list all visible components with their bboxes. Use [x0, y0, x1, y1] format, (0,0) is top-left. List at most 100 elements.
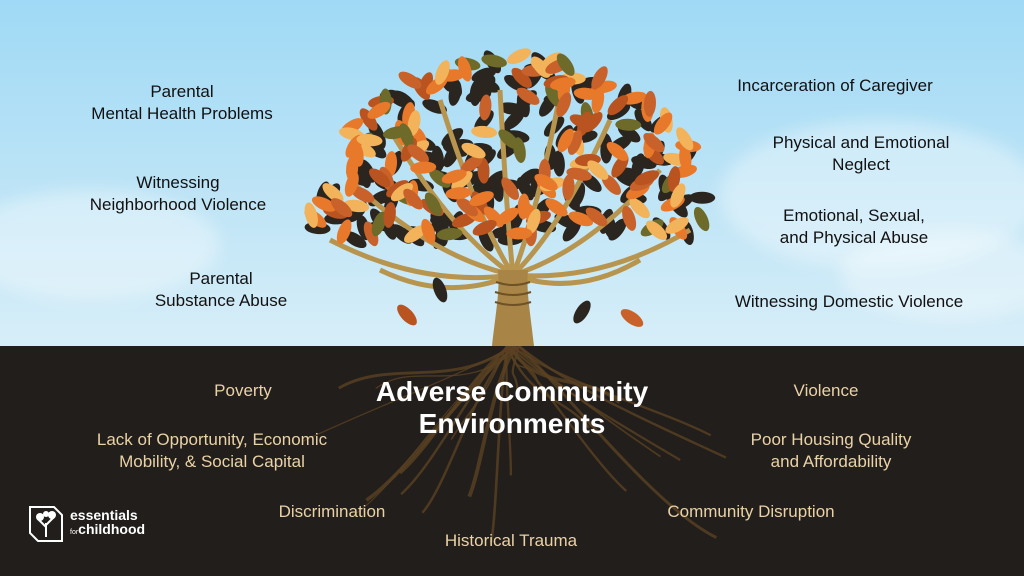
leaf — [424, 192, 442, 216]
leaf — [460, 155, 484, 173]
leaf — [501, 177, 520, 200]
leaf — [545, 83, 562, 107]
leaf — [645, 220, 668, 240]
leaf — [304, 202, 318, 228]
leaf — [562, 219, 582, 242]
leaf — [356, 134, 383, 147]
tree-leaves — [304, 48, 710, 327]
leaf — [357, 162, 372, 188]
leaf — [472, 220, 497, 236]
leaf — [471, 125, 498, 139]
leaf — [371, 211, 387, 237]
root — [508, 345, 681, 461]
root — [511, 345, 662, 458]
leaf — [322, 183, 344, 203]
factor-historical-trauma: Historical Trauma — [444, 531, 578, 550]
leaf — [516, 87, 540, 105]
leaf — [653, 112, 673, 135]
leaf — [403, 188, 424, 210]
leaf — [435, 60, 450, 85]
leaf — [670, 183, 686, 208]
leaf — [643, 132, 665, 153]
leaf — [451, 171, 473, 191]
leaf — [615, 118, 642, 131]
factor-discrimination: Discrimination — [278, 502, 386, 521]
leaf — [407, 144, 429, 164]
leaf — [457, 56, 472, 82]
leaf — [556, 53, 575, 76]
root — [518, 345, 727, 459]
leaf — [311, 196, 337, 212]
leaf — [621, 91, 647, 105]
leaf — [498, 129, 520, 150]
factor-poverty: Poverty — [214, 381, 272, 400]
leaf — [350, 186, 375, 203]
leaf — [556, 92, 572, 117]
trunk-bands — [494, 281, 532, 306]
leaf — [504, 74, 528, 92]
leaf — [689, 191, 716, 204]
factor-abuse: Emotional, Sexual,and Physical Abuse — [779, 206, 929, 247]
leaf — [526, 208, 541, 234]
leaf — [562, 174, 575, 201]
leaf — [432, 277, 448, 303]
leaf — [634, 108, 653, 132]
leaf — [557, 128, 574, 153]
branch — [512, 227, 692, 279]
root — [302, 345, 515, 442]
leaf — [441, 169, 467, 184]
leaf — [591, 66, 608, 90]
tree-roots — [302, 344, 727, 543]
leaf — [461, 142, 486, 159]
leaf — [478, 76, 495, 101]
leaf — [607, 95, 629, 116]
leaf — [336, 219, 352, 245]
leaf — [550, 77, 576, 91]
leaf — [421, 218, 436, 244]
leaf — [545, 198, 568, 217]
leaf — [407, 110, 421, 136]
root — [365, 344, 518, 502]
root — [467, 344, 519, 498]
leaf — [383, 202, 396, 228]
branch — [328, 237, 514, 281]
root — [517, 344, 718, 539]
leaf — [351, 140, 364, 167]
factor-domestic-violence: Witnessing Domestic Violence — [734, 292, 964, 311]
leaf — [665, 217, 689, 234]
leaf — [531, 56, 551, 78]
leaf — [629, 198, 650, 219]
leaf — [606, 141, 629, 161]
root — [338, 344, 513, 390]
ground-background — [0, 346, 1024, 576]
branch — [497, 89, 516, 276]
leaf — [585, 207, 608, 227]
leaf — [643, 90, 656, 117]
leaf — [436, 227, 463, 241]
leaf — [397, 304, 417, 326]
leaf — [445, 187, 472, 200]
leaf — [330, 198, 353, 218]
leaf — [506, 227, 533, 240]
leaf — [507, 48, 531, 64]
leaf — [368, 168, 391, 188]
leaf — [676, 127, 694, 151]
leaf — [534, 173, 558, 191]
leaf — [410, 161, 437, 174]
leaf — [404, 225, 427, 243]
leaf — [390, 183, 413, 202]
branch — [378, 267, 514, 290]
leaf — [344, 171, 359, 197]
root — [507, 345, 621, 404]
leaf — [503, 110, 525, 130]
leaf — [622, 205, 637, 231]
factor-community-disruption: Community Disruption — [667, 502, 835, 521]
leaf — [693, 206, 710, 232]
factor-violence: Violence — [793, 381, 859, 400]
